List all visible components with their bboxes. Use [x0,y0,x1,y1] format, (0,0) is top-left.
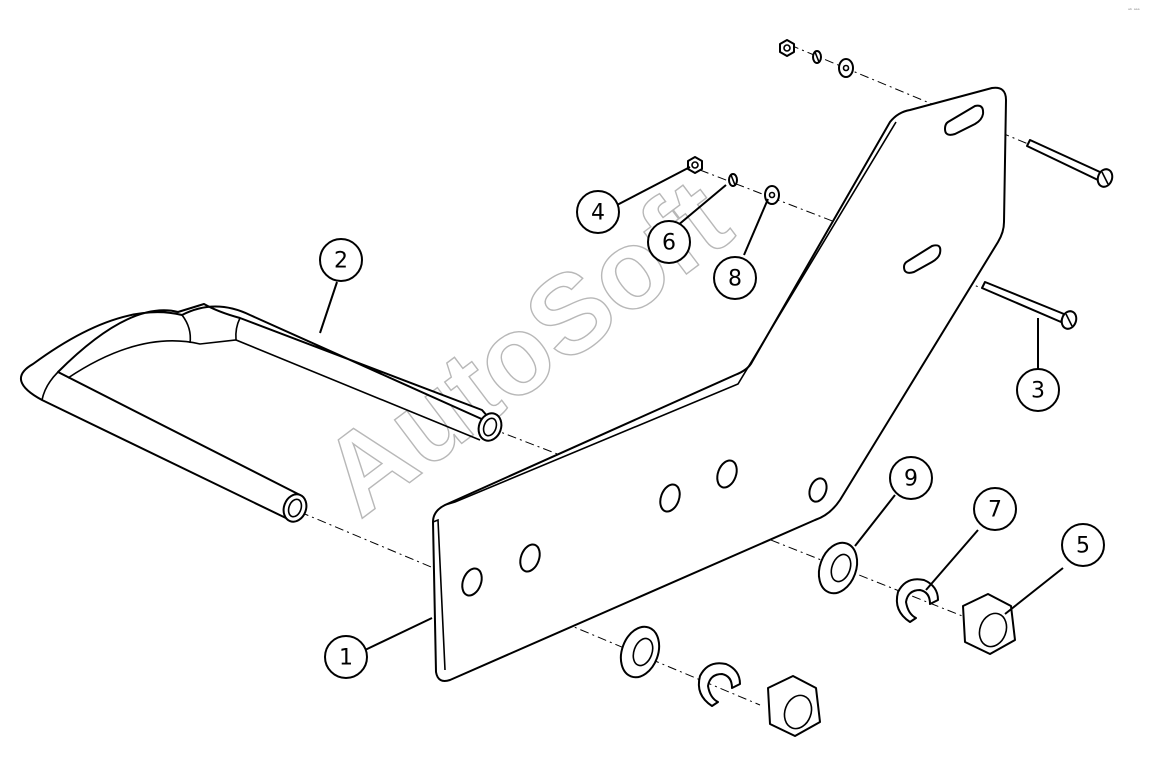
small-nut [687,156,703,174]
callout-2: 2 [319,238,363,282]
callout-number: 1 [339,646,353,671]
u-rod [20,303,503,523]
callout-3: 3 [1016,368,1060,412]
flat-washer [817,541,859,595]
callout-number: 2 [334,249,348,274]
corner-mark: ᵃᵇ ᵃᵃᵃ [1128,8,1140,14]
flat-washer-lower [619,625,661,679]
callout-number: 4 [591,201,605,226]
callout-number: 6 [662,231,676,256]
bolt-lower [981,281,1078,330]
callout-1: 1 [324,635,368,679]
small-washer-upper [838,58,854,78]
small-lockwasher-upper [812,50,822,64]
callout-number: 3 [1031,379,1045,404]
callout-5: 5 [1061,523,1105,567]
hole [716,459,738,489]
hole [519,543,541,573]
hex-nut-lower [767,675,821,737]
small-nut-upper [779,39,795,57]
hole [461,567,483,597]
callout-number: 9 [904,467,918,492]
callout-8: 8 [713,256,757,300]
slot-lower [903,244,942,274]
callout-number: 5 [1076,534,1090,559]
small-lockwasher [728,173,738,187]
callout-6: 6 [647,220,691,264]
split-lockwasher-lower [697,662,741,707]
hole [659,483,681,513]
slot-upper [944,104,985,136]
callout-number: 7 [988,498,1002,523]
leader-lines [319,166,1064,651]
hole [808,477,828,503]
callout-number: 8 [728,267,742,292]
callout-7: 7 [973,487,1017,531]
callout-9: 9 [889,456,933,500]
split-lockwasher [895,578,939,623]
hex-nut [962,593,1016,655]
bracket-plate [432,86,1007,682]
bolt-upper [1026,139,1114,188]
callout-4: 4 [576,190,620,234]
